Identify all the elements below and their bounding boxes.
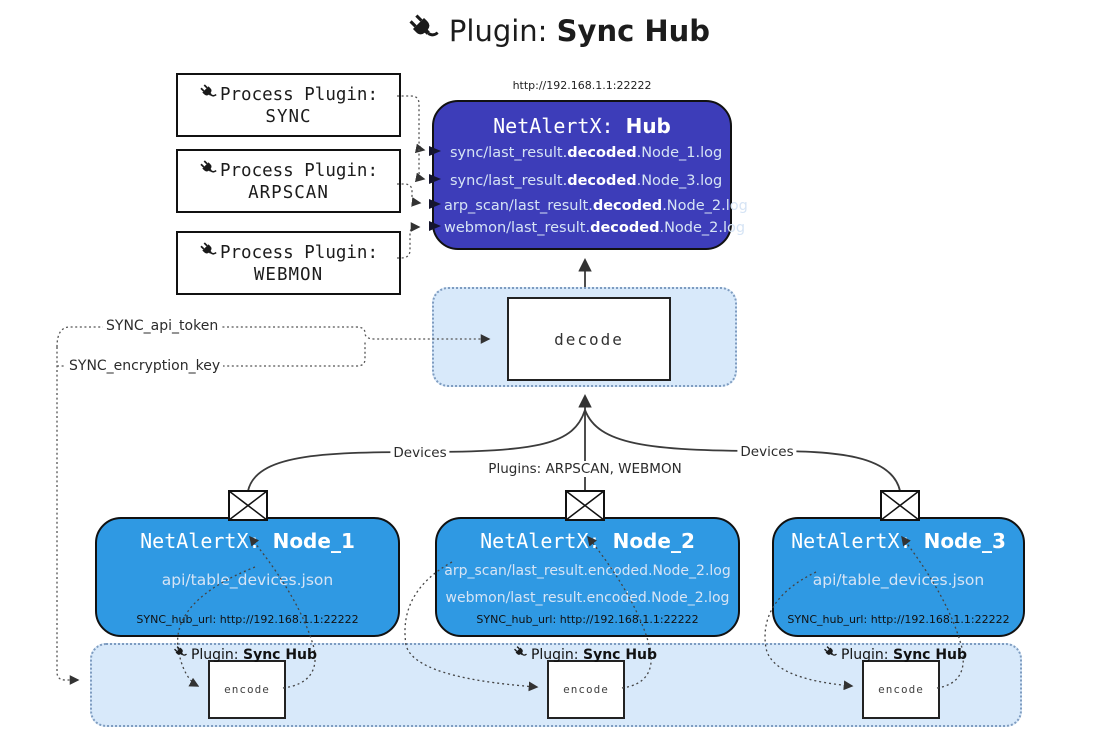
plug-icon	[199, 159, 218, 183]
node-hub-url: SYNC_hub_url: http://192.168.1.1:22222	[136, 613, 359, 626]
band-plugin-label: Plugin: Sync Hub	[513, 645, 657, 664]
envelope-icon	[565, 490, 605, 525]
node-file: webmon/last_result.encoded.Node_2.log	[445, 590, 730, 606]
hub-log-line: sync/last_result.decoded.Node_1.log	[450, 145, 723, 161]
node-hub-url: SYNC_hub_url: http://192.168.1.1:22222	[476, 613, 699, 626]
encode-box: encode	[547, 660, 625, 719]
envelope-icon	[880, 490, 920, 525]
plug-icon	[199, 241, 218, 265]
encode-box: encode	[208, 660, 286, 719]
process-plugin-name: SYNC	[265, 107, 312, 127]
sync-api-token-label: SYNC_api_token	[103, 318, 222, 334]
process-plugin-label: Process Plugin:	[219, 243, 379, 263]
plug-icon	[513, 645, 528, 664]
node-file: api/table_devices.json	[812, 571, 985, 589]
page-title: Plugin: Sync Hub	[0, 12, 1117, 50]
process-plugin-name: WEBMON	[253, 265, 324, 285]
edge-label-plugins: Plugins: ARPSCAN, WEBMON	[485, 461, 685, 477]
edge-label-devices-right: Devices	[737, 444, 797, 460]
plug-icon	[173, 645, 188, 664]
node-file: api/table_devices.json	[161, 571, 334, 589]
hub-log-line: arp_scan/last_result.decoded.Node_2.log	[444, 198, 748, 214]
process-plugin-arpscan: Process Plugin: ARPSCAN	[176, 149, 401, 213]
hub-title: NetAlertX: Hub	[493, 114, 671, 138]
hub-log-line: webmon/last_result.decoded.Node_2.log	[444, 220, 746, 236]
node-hub-url: SYNC_hub_url: http://192.168.1.1:22222	[787, 613, 1010, 626]
envelope-icon	[228, 490, 268, 525]
process-plugin-webmon: Process Plugin: WEBMON	[176, 231, 401, 295]
node-title: NetAlertX: Node_1	[140, 529, 355, 553]
process-plugin-label: Process Plugin:	[219, 85, 379, 105]
plug-icon	[823, 645, 838, 664]
node-title: NetAlertX: Node_2	[480, 529, 695, 553]
process-plugin-sync: Process Plugin: SYNC	[176, 73, 401, 137]
band-plugin-label: Plugin: Sync Hub	[173, 645, 317, 664]
process-plugin-name: ARPSCAN	[248, 183, 329, 203]
title-text: Plugin: Sync Hub	[448, 14, 711, 48]
hub-log-line: sync/last_result.decoded.Node_3.log	[450, 173, 723, 189]
process-plugin-label: Process Plugin:	[219, 161, 379, 181]
encode-box: encode	[862, 660, 940, 719]
edge-label-devices-left: Devices	[390, 445, 450, 461]
plug-icon	[199, 83, 218, 107]
band-plugin-label: Plugin: Sync Hub	[823, 645, 967, 664]
sync-encryption-key-label: SYNC_encryption_key	[66, 358, 224, 374]
plug-icon	[407, 12, 441, 50]
hub-url: http://192.168.1.1:22222	[512, 79, 652, 92]
node-title: NetAlertX: Node_3	[791, 529, 1006, 553]
decode-box: decode	[507, 297, 671, 381]
node-file: arp_scan/last_result.encoded.Node_2.log	[444, 563, 731, 579]
hub-box: NetAlertX: Hub sync/last_result.decoded.…	[432, 100, 748, 250]
